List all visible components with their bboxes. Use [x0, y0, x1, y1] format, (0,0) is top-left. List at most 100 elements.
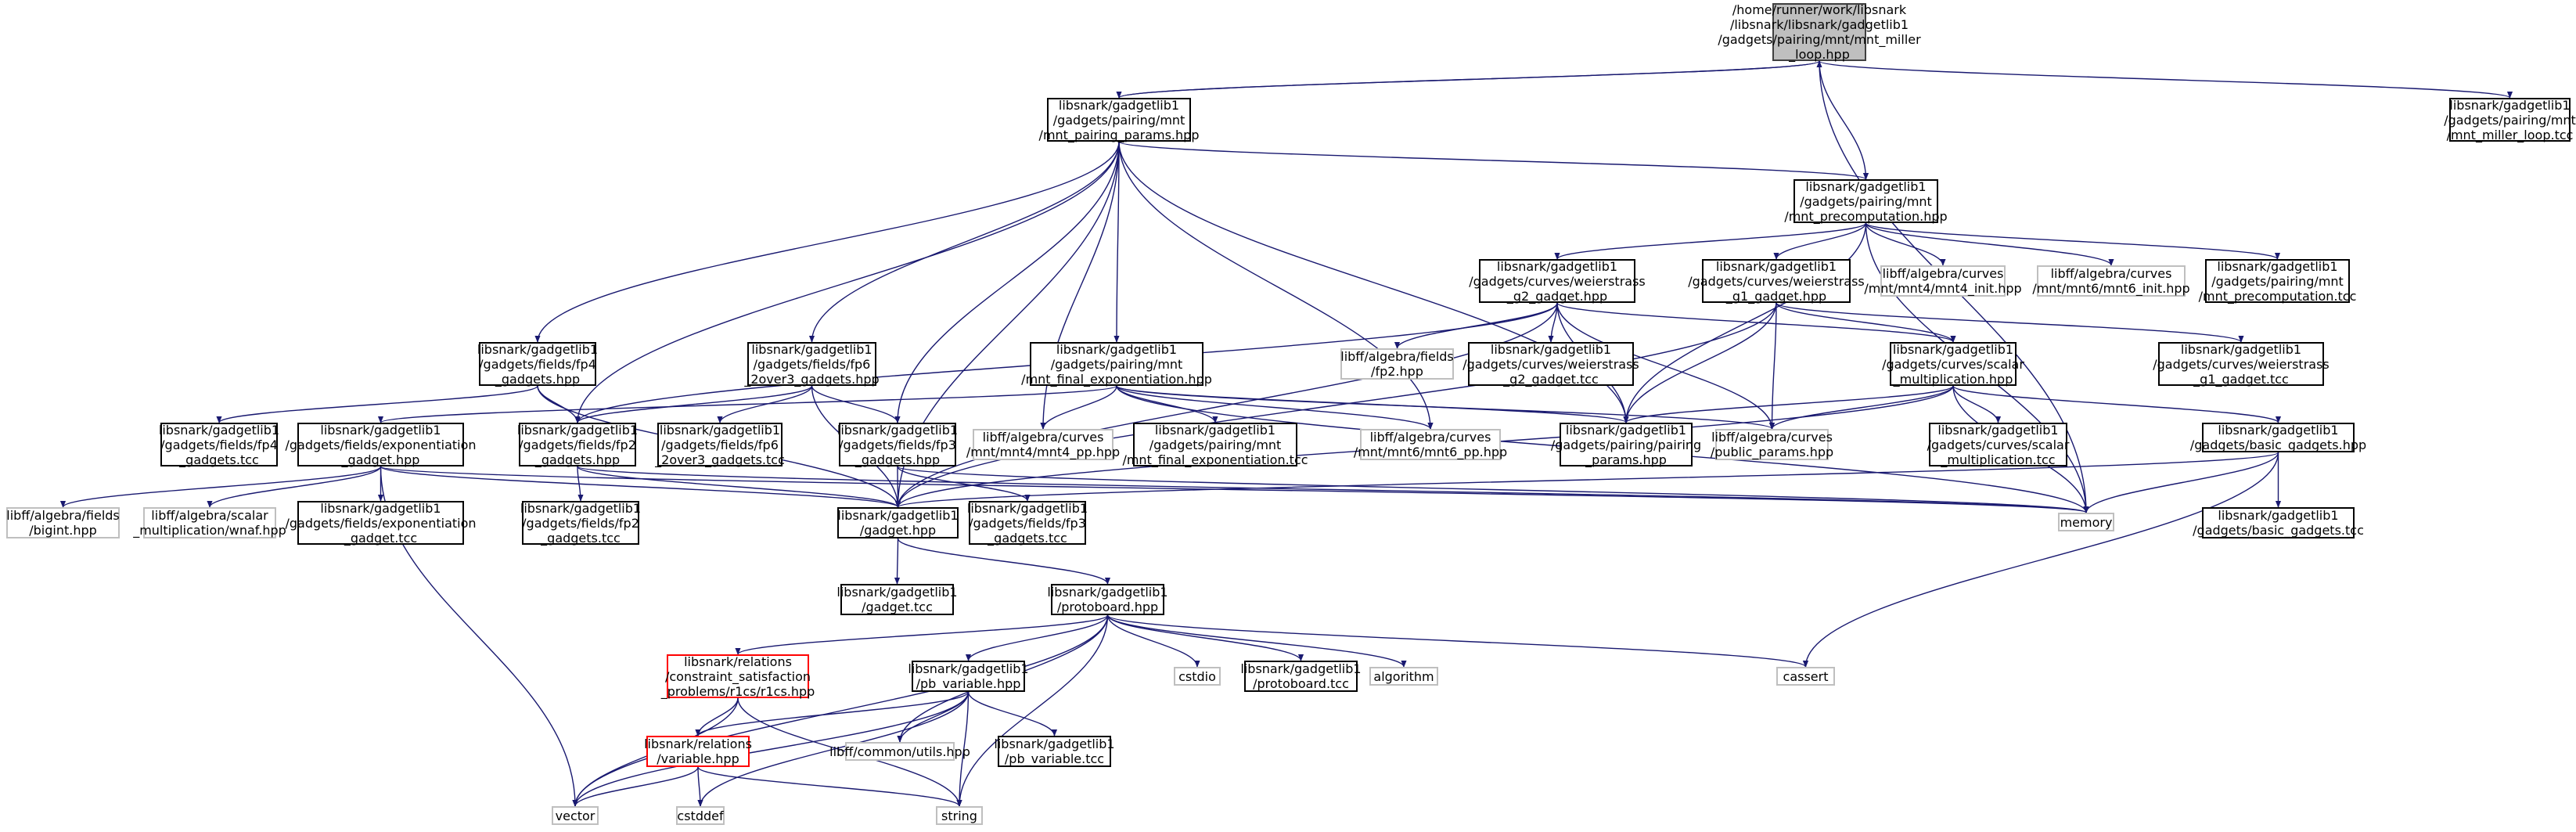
node-weierstrass-g2-gadget-tcc[interactable]: libsnark/gadgetlib1/gadgets/curves/weier… — [1462, 342, 1639, 387]
node-label-line: /gadgets/fields/fp4 — [479, 356, 596, 372]
node-basic-gadgets-hpp[interactable]: libsnark/gadgetlib1/gadgets/basic_gadget… — [2190, 423, 2366, 452]
edge-params-to-finalexp — [1114, 141, 1120, 343]
node-label-line: _gadgets.hpp — [495, 371, 581, 387]
node-gadget-tcc[interactable]: libsnark/gadgetlib1/gadget.tcc — [836, 584, 958, 615]
node-label-line: /gadgets/curves/weierstrass — [1688, 273, 1865, 289]
node-label-line: /gadgets/fields/fp6 — [661, 437, 779, 452]
node-pairing-params-hpp[interactable]: libsnark/gadgetlib1/gadgets/pairing/pair… — [1551, 423, 1701, 467]
edge-finalexp-to-mnt4pp — [1040, 385, 1117, 430]
edge-pbvar-to-vector — [572, 691, 970, 807]
node-basic-gadgets-tcc[interactable]: libsnark/gadgetlib1/gadgets/basic_gadget… — [2193, 507, 2364, 538]
node-gadget-hpp[interactable]: libsnark/gadgetlib1/gadget.hpp — [837, 507, 959, 538]
node-label-line: /public_params.hpp — [1710, 445, 1834, 459]
node-weierstrass-g2-gadget-hpp[interactable]: libsnark/gadgetlib1/gadgets/curves/weier… — [1469, 259, 1646, 304]
node-mnt-final-exponentiation-tcc[interactable]: libsnark/gadgetlib1/gadgets/pairing/mnt/… — [1122, 423, 1308, 467]
node-mnt-pairing-params-hpp[interactable]: libsnark/gadgetlib1/gadgets/pairing/mnt/… — [1039, 98, 1200, 142]
edge-root-to-millertcc — [1819, 60, 2513, 99]
node-memory[interactable]: memory — [2058, 513, 2114, 531]
node-label-line: /gadgets/fields/fp6 — [753, 356, 871, 372]
node-label-line: /gadgets/fields/exponentiation — [285, 437, 477, 452]
edge-fp4-to-fp4tcc — [216, 385, 538, 423]
node-label-line: /mnt_final_exponentiation.hpp — [1021, 371, 1212, 387]
edge-pbvar-to-variable — [695, 691, 970, 737]
node-mnt-miller-loop-hpp[interactable]: /home/runner/work/libsnark/libsnark/libs… — [1718, 2, 1920, 62]
node-label-line: /mnt_miller_loop.tcc — [2446, 127, 2574, 142]
edge-params-to-fp4 — [534, 141, 1120, 343]
node-exponentiation-gadget-tcc[interactable]: libsnark/gadgetlib1/gadgets/fields/expon… — [285, 500, 476, 546]
node-fp6-2over3-gadgets-tcc[interactable]: libsnark/gadgetlib1/gadgets/fields/fp6_2… — [655, 423, 785, 467]
node-label-line: /gadgets/fields/fp4 — [160, 437, 278, 452]
node-label-line: /gadgets/fields/fp2 — [519, 437, 636, 452]
node-label-line: memory — [2060, 514, 2113, 530]
node-mnt6-init-hpp[interactable]: libff/algebra/curves/mnt/mnt6/mnt6_init.… — [2032, 265, 2190, 297]
node-fp3-gadgets-tcc[interactable]: libsnark/gadgetlib1/gadgets/fields/fp3_g… — [966, 500, 1088, 546]
node-mnt4-init-hpp[interactable]: libff/algebra/curves/mnt/mnt4/mnt4_init.… — [1864, 265, 2022, 297]
node-fp2-gadgets-tcc[interactable]: libsnark/gadgetlib1/gadgets/fields/fp2_g… — [520, 501, 641, 546]
node-label-line: /libsnark/libsnark/gadgetlib1 — [1729, 17, 1909, 32]
node-label-line: /gadgets/fields/fp3 — [969, 515, 1086, 531]
node-cstddef[interactable]: cstddef — [676, 806, 725, 825]
node-label-line: libff/common/utils.hpp — [829, 744, 970, 759]
node-scalar-multiplication-hpp[interactable]: libsnark/gadgetlib1/gadgets/curves/scala… — [1882, 342, 2024, 387]
node-fp2-gadgets-hpp[interactable]: libsnark/gadgetlib1/gadgets/fields/fp2_g… — [517, 423, 638, 467]
edge-finalexp-to-finalexptcc — [1116, 385, 1218, 423]
edge-params-to-root — [1118, 60, 1822, 99]
node-pb-variable-tcc[interactable]: libsnark/gadgetlib1/pb_variable.tcc — [994, 736, 1115, 767]
node-label-line: _2over3_gadgets.tcc — [655, 452, 785, 467]
node-exponentiation-gadget-hpp[interactable]: libsnark/gadgetlib1/gadgets/fields/expon… — [285, 423, 476, 467]
node-cstdio[interactable]: cstdio — [1174, 667, 1221, 686]
node-fp3-gadgets-hpp[interactable]: libsnark/gadgetlib1/gadgets/fields/fp3_g… — [837, 423, 958, 467]
node-label-line: libsnark/gadgetlib1 — [2217, 258, 2338, 274]
edge-params-to-mnt6pp — [1118, 141, 1434, 430]
node-label-line: libsnark/gadgetlib1 — [994, 737, 1115, 751]
node-label-line: /gadgets/basic_gadgets.tcc — [2193, 523, 2364, 538]
node-label-line: /mnt/mnt6/mnt6_pp.hpp — [1353, 445, 1508, 459]
edge-fp2gad-to-memory — [577, 466, 2089, 513]
node-protoboard-hpp[interactable]: libsnark/gadgetlib1/protoboard.hpp — [1047, 584, 1168, 615]
node-mnt4-pp-hpp[interactable]: libff/algebra/curves/mnt/mnt4/mnt4_pp.hp… — [966, 429, 1120, 460]
node-cassert[interactable]: cassert — [1776, 667, 1835, 686]
node-fp6-2over3-gadgets-hpp[interactable]: libsnark/gadgetlib1/gadgets/fields/fp6_2… — [744, 342, 879, 387]
node-label-line: _loop.hpp — [1789, 47, 1850, 62]
node-protoboard-tcc[interactable]: libsnark/gadgetlib1/protoboard.tcc — [1240, 661, 1362, 692]
node-label-line: /gadgets/pairing/pairing — [1550, 437, 1702, 452]
edge-protoboard-to-cstdio — [1106, 614, 1200, 668]
node-utils-hpp[interactable]: libff/common/utils.hpp — [829, 742, 970, 761]
node-fp4-gadgets-tcc[interactable]: libsnark/gadgetlib1/gadgets/fields/fp4_g… — [159, 423, 279, 467]
node-bigint-hpp[interactable]: libff/algebra/fields/bigint.hpp — [6, 507, 120, 538]
node-label-line: libsnark/gadgetlib1 — [836, 585, 958, 600]
node-mnt-precomputation-hpp[interactable]: libsnark/gadgetlib1/gadgets/pairing/mnt/… — [1784, 179, 1947, 224]
node-weierstrass-g1-gadget-hpp[interactable]: libsnark/gadgetlib1/gadgets/curves/weier… — [1688, 259, 1865, 304]
node-label-line: /home/runner/work/libsnark — [1732, 2, 1907, 17]
node-label-line: libff/algebra/curves — [1882, 266, 2004, 281]
node-public-params-hpp[interactable]: libff/algebra/curves/public_params.hpp — [1711, 429, 1833, 460]
edge-wg1-to-scalar — [1775, 302, 1956, 343]
edge-scalar-to-basic — [1952, 385, 2281, 423]
node-weierstrass-g1-gadget-tcc[interactable]: libsnark/gadgetlib1/gadgets/curves/weier… — [2153, 342, 2330, 387]
node-pb-variable-hpp[interactable]: libsnark/gadgetlib1/pb_variable.hpp — [908, 661, 1029, 692]
edge-finalexp-to-expgad — [378, 385, 1117, 423]
node-wnaf-hpp[interactable]: libff/algebra/scalar_multiplication/wnaf… — [133, 507, 286, 538]
node-algorithm[interactable]: algorithm — [1369, 667, 1438, 686]
node-mnt-precomputation-tcc[interactable]: libsnark/gadgetlib1/gadgets/pairing/mnt/… — [2199, 258, 2357, 304]
node-mnt-final-exponentiation-hpp[interactable]: libsnark/gadgetlib1/gadgets/pairing/mnt/… — [1021, 342, 1212, 387]
node-string[interactable]: string — [936, 806, 983, 825]
node-label-line: cassert — [1783, 668, 1829, 684]
edge-scalar-to-scalartcc — [1952, 385, 2002, 423]
node-mnt6-pp-hpp[interactable]: libff/algebra/curves/mnt/mnt6/mnt6_pp.hp… — [1354, 429, 1507, 460]
node-label-line: libsnark/gadgetlib1 — [908, 661, 1029, 676]
node-fp4-gadgets-hpp[interactable]: libsnark/gadgetlib1/gadgets/fields/fp4_g… — [477, 342, 598, 387]
edge-protoboard-to-vector — [572, 614, 1109, 807]
node-mnt-miller-loop-tcc[interactable]: libsnark/gadgetlib1/gadgets/pairing/mnt/… — [2444, 98, 2576, 142]
node-label-line: libsnark/gadgetlib1 — [966, 500, 1088, 516]
edge-protoboard-to-algorithm — [1106, 614, 1407, 668]
node-fp2-hpp[interactable]: libff/algebra/fields/fp2.hpp — [1340, 348, 1454, 380]
node-label-line: cstdio — [1178, 668, 1216, 684]
node-variable-hpp[interactable]: libsnark/relations/variable.hpp — [644, 736, 752, 767]
node-r1cs-hpp[interactable]: libsnark/relations/constraint_satisfacti… — [661, 654, 815, 699]
node-label-line: /gadgets/pairing/mnt — [1800, 193, 1932, 209]
node-label-line: libsnark/gadgetlib1 — [320, 500, 441, 516]
node-vector[interactable]: vector — [552, 806, 599, 825]
node-label-line: /gadgets/pairing/mnt — [1052, 112, 1185, 128]
node-scalar-multiplication-tcc[interactable]: libsnark/gadgetlib1/gadgets/curves/scala… — [1927, 423, 2070, 467]
